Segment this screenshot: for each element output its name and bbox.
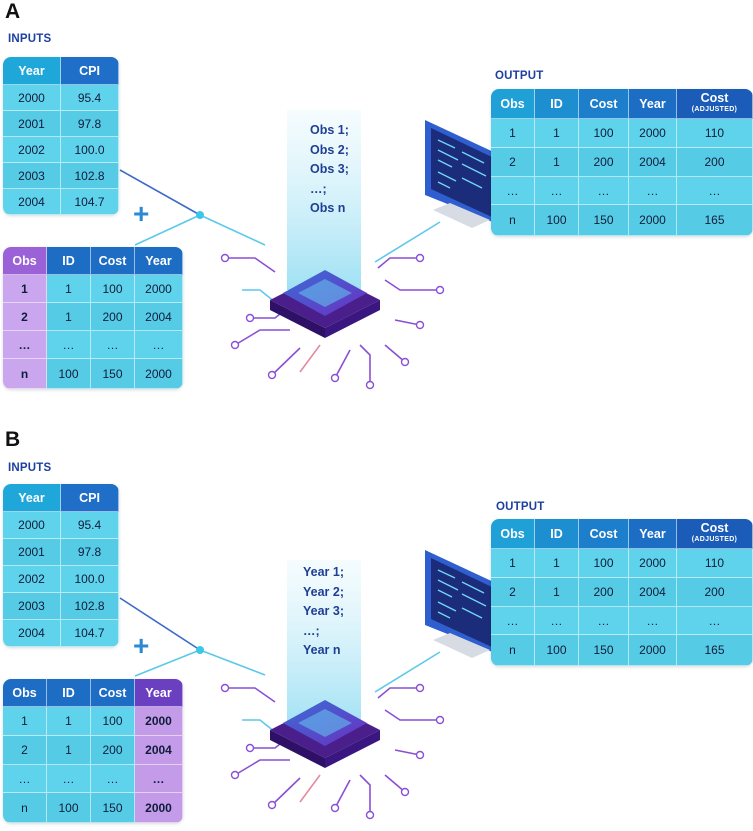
header-cost: Cost [91,679,135,707]
header-cost: Cost [579,519,629,549]
header-year: Year [135,679,183,707]
table-row: …………… [491,177,753,205]
header-id: ID [47,679,91,707]
circuit-a [119,110,500,390]
header-id: ID [535,519,579,549]
sequence-b: Year 1; Year 2; Year 3; …; Year n [303,563,344,661]
header-year: Year [629,519,677,549]
table-row: …………… [491,607,753,635]
panel-letter-b: B [5,428,21,451]
table-row: ………… [3,331,183,359]
header-obs: Obs [491,519,535,549]
sequence-item: Year 1; [303,565,345,579]
sequence-item: …; [310,181,327,196]
sequence-item: Obs 3; [310,162,349,176]
sequence-item: …; [303,623,320,638]
header-year: Year [135,247,183,275]
output-label-a: OUTPUT [495,70,544,82]
header-cost: Cost [91,247,135,275]
header-cpi: CPI [61,484,119,512]
circuit-b [119,550,500,820]
sequence-item: Obs 1; [310,123,349,137]
header-obs: Obs [3,679,47,707]
table-row: ………… [3,765,183,793]
sequence-item: Year 3; [303,604,345,618]
plus-sign-b: + [133,630,150,661]
sequence-a: Obs 1; Obs 2; Obs 3; …; Obs n [310,121,349,219]
output-label-b: OUTPUT [496,501,545,513]
panel-letter-a: A [5,0,21,23]
header-year: Year [3,57,61,85]
sequence-item: Obs 2; [310,142,349,157]
inputs-label-a: INPUTS [8,33,52,45]
header-id: ID [47,247,91,275]
inputs-label-b: INPUTS [8,462,52,474]
header-year: Year [3,484,61,512]
header-cost: Cost [579,89,629,119]
header-obs: Obs [491,89,535,119]
header-year: Year [629,89,677,119]
plus-sign-a: + [133,198,150,229]
sequence-item: Year n [303,643,341,657]
sequence-item: Obs n [310,201,346,215]
header-cost-adjusted: Cost(ADJUSTED) [677,519,753,549]
header-id: ID [535,89,579,119]
header-cost-adjusted: Cost(ADJUSTED) [677,89,753,119]
sequence-item: Year 2; [303,584,345,599]
header-cpi: CPI [61,57,119,85]
header-obs: Obs [3,247,47,275]
